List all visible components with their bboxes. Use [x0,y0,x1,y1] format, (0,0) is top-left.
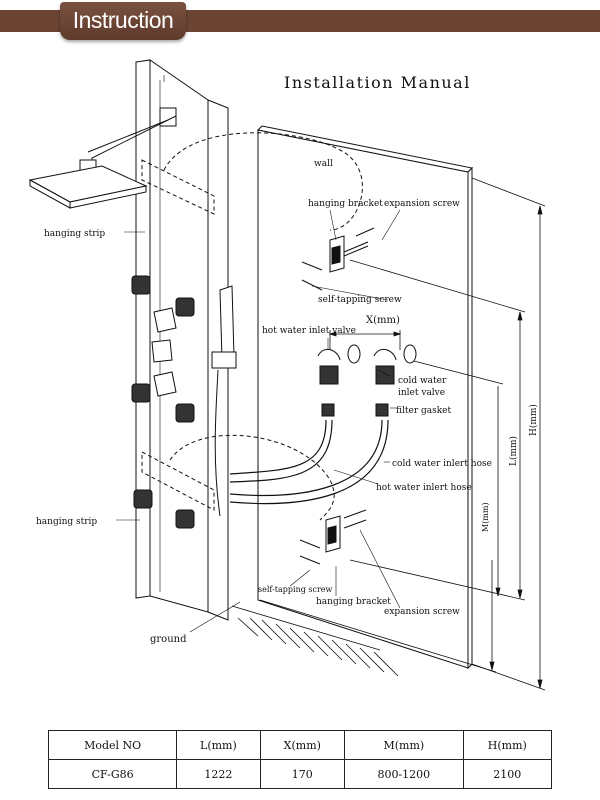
massage-jets [131,275,195,529]
label-l-dim: L(mm) [508,436,519,466]
hanging-strip-markers [141,132,363,521]
cell-h: 2100 [462,759,553,789]
leader-lines [116,209,401,633]
bottom-hanging-bracket [299,509,367,565]
label-hanging-bracket-bottom: hanging bracket [316,597,391,607]
page-title: Instruction [72,7,174,33]
label-hot-water-hose: hot water inlert hose [376,483,472,493]
label-m-dim: M(mm) [481,502,490,532]
cell-model-no: CF-G86 [47,759,178,789]
cell-l: 1222 [176,759,261,789]
spec-table: Model NO L(mm) X(mm) M(mm) H(mm) CF-G86 … [47,730,553,789]
wall-slab [256,125,474,670]
label-h-dim: H(mm) [528,404,539,436]
label-hanging-strip-top: hanging strip [44,229,105,239]
label-self-tapping-screw-top: self-tapping screw [318,295,402,305]
label-hanging-strip-bottom: hanging strip [36,517,97,527]
spec-table-header-row: Model NO L(mm) X(mm) M(mm) H(mm) [47,730,553,760]
hand-shower [211,285,237,517]
shower-panel [135,59,229,621]
label-self-tapping-screw-bottom: self-tapping screw [258,585,333,594]
label-x-dim: X(mm) [366,315,400,326]
label-expansion-screw-top: expansion screw [384,199,460,209]
water-hoses [229,419,389,505]
label-hot-water-inlet-valve: hot water inlet valve [262,326,356,336]
header-l: L(mm) [176,730,261,760]
top-hanging-bracket [301,227,375,291]
label-hanging-bracket-top: hanging bracket [308,199,383,209]
header-tab [60,2,186,40]
header-m: M(mm) [344,730,464,760]
cell-m: 800-1200 [344,759,464,789]
shower-head [28,107,177,209]
label-cold-water-line2: inlet valve [398,388,445,398]
header-model-no: Model NO [47,730,178,760]
label-ground: ground [150,634,187,645]
label-filter-gasket: filter gasket [396,406,452,416]
label-wall: wall [314,159,333,169]
label-cold-water-hose: cold water inlert hose [392,459,492,469]
valve-knobs [151,307,177,397]
dimension-lines [259,177,546,691]
label-expansion-screw-bottom: expansion screw [384,607,460,617]
ground-hatch [231,605,399,677]
header-x: X(mm) [259,730,346,760]
table-row: CF-G86 1222 170 800-1200 2100 [47,759,553,789]
cell-x: 170 [259,759,346,789]
diagram-title: Installation Manual [284,73,471,92]
label-cold-water-line1: cold water [398,376,447,386]
inlet-valves [317,344,417,417]
installation-diagram: Installation Manual wall hanging strip h… [28,59,546,691]
header-h: H(mm) [462,730,553,760]
